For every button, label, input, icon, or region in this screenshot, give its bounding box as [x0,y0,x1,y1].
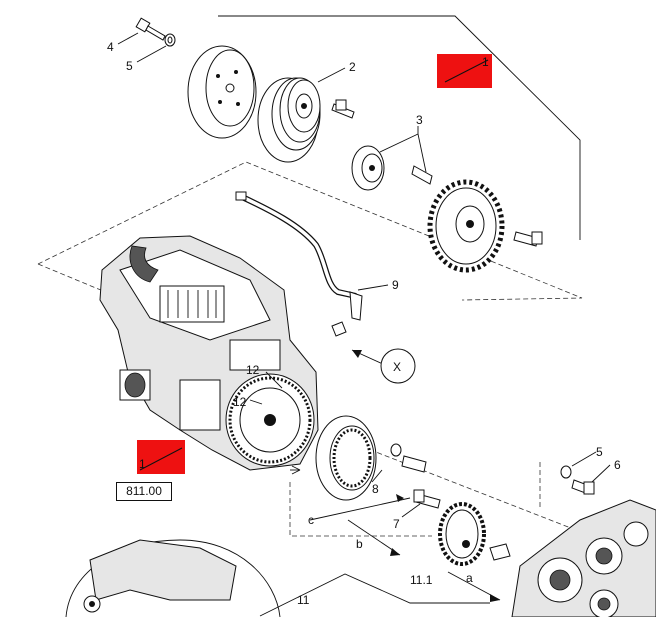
callout-12-upper: 12 [246,363,260,377]
callout-5-top: 5 [126,59,133,73]
bolt-4 [135,17,166,41]
callout-b: b [356,537,363,551]
callout-c: c [308,513,314,527]
callout-7: 7 [393,517,400,531]
callout-9: 9 [392,278,399,292]
callout-5-right: 5 [596,445,603,459]
callout-x: X [393,360,401,374]
gear-11-1 [413,489,511,566]
callout-8: 8 [372,482,379,496]
leader-lines [117,32,611,518]
washer-5-top [164,33,176,47]
pulley-2 [257,77,321,163]
red-markers [137,54,492,474]
detail-view-circle [65,539,281,617]
callout-11: 11 [297,593,310,607]
hub-3 [331,99,433,191]
callout-a: a [466,571,473,585]
direction-arrows [291,350,500,602]
callout-4: 4 [107,40,114,54]
callout-6: 6 [614,458,621,472]
bolt-6 [560,465,595,495]
oil-line-9 [235,191,363,337]
engine-block [99,235,319,471]
detail-x-bubble [380,348,416,384]
ring-gear-8 [315,415,427,501]
reference-number-box: 811.00 [116,482,172,501]
callout-12-lower: 12 [233,395,247,409]
sprocket [427,179,543,273]
marker-bottom [137,440,185,474]
callout-2: 2 [349,60,356,74]
marker-top [437,54,492,88]
damper-disc [187,45,257,139]
callout-3: 3 [416,113,423,127]
callout-11-1: 11.1 [410,573,433,587]
callout-labels: 4 5 2 3 1 9 X 12 12 1 8 5 6 7 c b a 11.1… [107,40,621,607]
callout-1-top: 1 [482,55,489,69]
callout-1-bottom: 1 [139,457,146,471]
timing-cover [511,499,656,617]
